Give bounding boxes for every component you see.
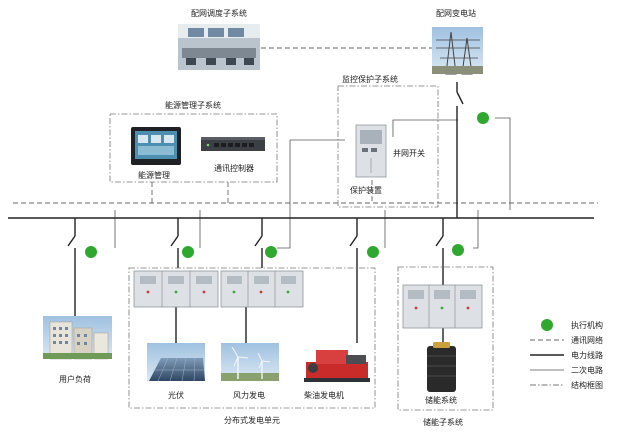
ems-terminal-image xyxy=(131,127,181,165)
storage-switchgear-image xyxy=(402,284,483,329)
substation-image xyxy=(432,27,483,75)
diesel-label: 柴油发电机 xyxy=(304,390,344,400)
pv-switchgear-image xyxy=(133,270,219,308)
ems-frame xyxy=(109,113,278,183)
wind-turbines-image xyxy=(221,343,279,381)
diesel-generator-image xyxy=(304,350,370,382)
power-lines xyxy=(8,82,594,346)
pv-label: 光伏 xyxy=(168,390,184,400)
wind-label: 风力发电 xyxy=(233,390,265,400)
protection-device-label: 保护装置 xyxy=(350,185,382,195)
storage-unit-label: 储能系统 xyxy=(425,395,457,405)
protection-device-image xyxy=(355,124,387,178)
actuator-storage xyxy=(452,244,464,256)
protection-frame xyxy=(337,85,439,208)
legend-label: 结构框图 xyxy=(571,380,603,390)
wind-switchgear-image xyxy=(220,270,304,308)
communication-network xyxy=(13,47,598,204)
legend-label: 通讯网络 xyxy=(571,335,603,345)
user-load-label: 用户负荷 xyxy=(59,374,91,384)
secondary-circuits xyxy=(114,117,511,249)
ems-group-label: 能源管理子系统 xyxy=(165,100,221,110)
dispatch-room-image xyxy=(178,24,260,70)
dispatch-label: 配网调度子系统 xyxy=(191,8,247,18)
substation-label: 配网变电站 xyxy=(436,8,476,18)
user-load-image xyxy=(43,316,112,360)
actuator-diesel xyxy=(367,246,379,258)
legend-label: 二次电路 xyxy=(571,365,603,375)
comm-controller-label: 通讯控制器 xyxy=(214,163,254,173)
legend-label: 执行机构 xyxy=(571,320,603,330)
storage-frame xyxy=(397,266,494,411)
actuator-substation xyxy=(477,112,489,124)
pv-panels-image xyxy=(147,343,205,382)
actuator-pv xyxy=(182,246,194,258)
battery-image xyxy=(427,342,456,392)
ems-terminal-label: 能源管理 xyxy=(138,170,170,180)
legend-actuator-dot xyxy=(541,319,553,331)
grid-switch-label: 并网开关 xyxy=(393,148,425,158)
distributed-frame xyxy=(128,267,376,409)
actuator-user-load xyxy=(85,246,97,258)
legend-label: 电力线路 xyxy=(571,350,603,360)
comm-controller-image xyxy=(201,137,265,151)
distributed-group-label: 分布式发电单元 xyxy=(224,415,280,425)
storage-group-label: 储能子系统 xyxy=(423,417,463,427)
actuator-wind xyxy=(265,246,277,258)
protection-group-label: 监控保护子系统 xyxy=(342,74,398,84)
legend: 执行机构 通讯网络 电力线路 二次电路 结构框图 xyxy=(530,319,603,390)
